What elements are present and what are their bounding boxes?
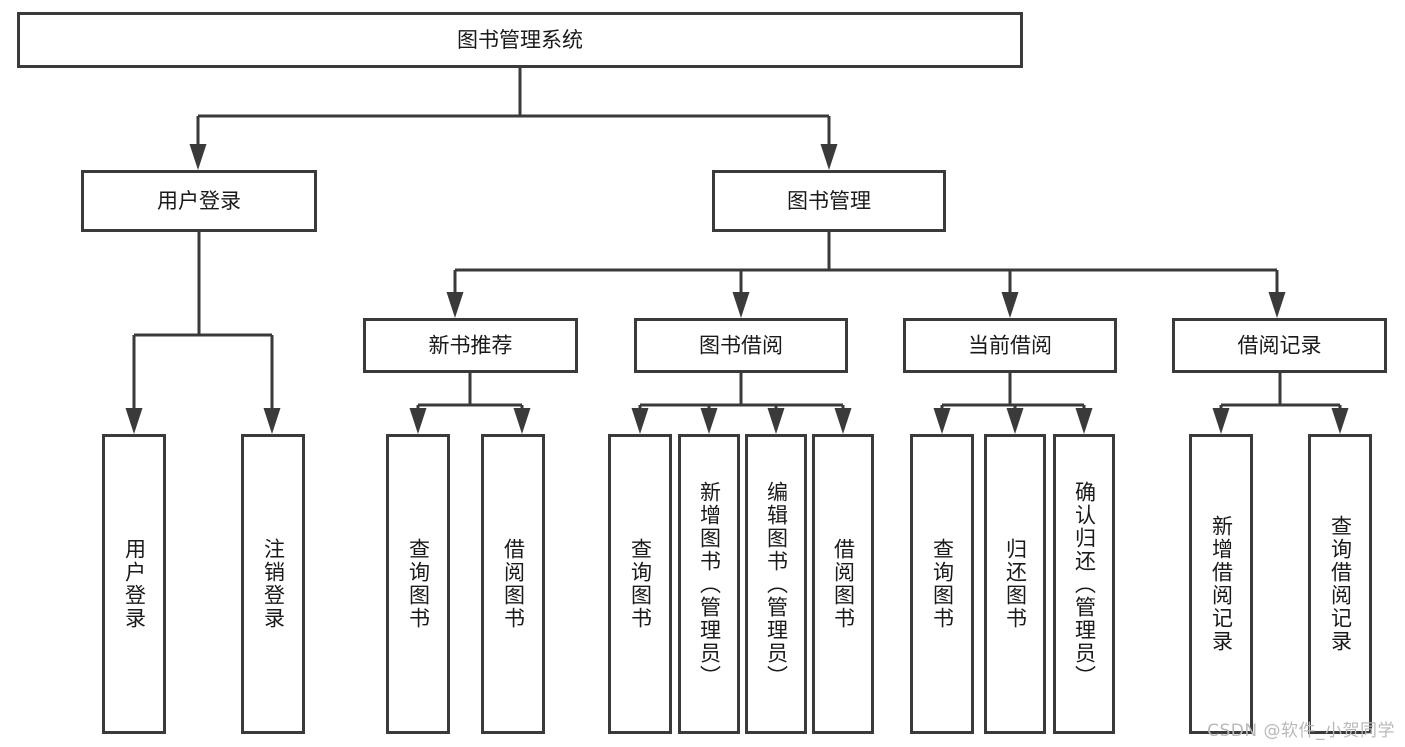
level3-node-0-rect[interactable] [363, 318, 578, 373]
group-2-arrow-1-head [1006, 408, 1024, 434]
login-arrow-0-head [125, 408, 143, 434]
leaf-node-4[interactable] [608, 434, 672, 734]
level1-arrow-0-head [189, 144, 207, 170]
leaf-node-10-rect[interactable] [1053, 434, 1115, 734]
level3-node-3[interactable]: 借阅记录 [1172, 318, 1387, 373]
group-1-arrow-3-head [834, 408, 852, 434]
root-node-book-management-system-label: 图书管理系统 [457, 28, 583, 52]
leaf-node-8-rect[interactable] [910, 434, 974, 734]
leaf-node-7-rect[interactable] [812, 434, 874, 734]
level2-node-1[interactable]: 图书管理 [712, 170, 946, 232]
level2-node-0-label: 用户登录 [157, 189, 241, 213]
level2-node-0[interactable]: 用户登录 [81, 170, 317, 232]
level3-node-1[interactable]: 图书借阅 [634, 318, 848, 373]
group-1-arrow-2-head [767, 408, 785, 434]
level3-node-3-label: 借阅记录 [1238, 334, 1322, 358]
level3-node-2[interactable]: 当前借阅 [903, 318, 1117, 373]
group-0-arrow-1-head [513, 408, 531, 434]
level3-node-1-rect[interactable] [634, 318, 848, 373]
group-2-arrow-2-head [1075, 408, 1093, 434]
level3-node-0[interactable]: 新书推荐 [363, 318, 578, 373]
leaf-node-2-rect[interactable] [386, 434, 450, 734]
root-node-book-management-system-rect[interactable] [17, 12, 1023, 68]
leaf-node-11-rect[interactable] [1189, 434, 1253, 734]
leaf-node-9[interactable] [984, 434, 1046, 734]
leaf-node-8[interactable] [910, 434, 974, 734]
leaf-node-6[interactable] [745, 434, 807, 734]
leaf-node-1-rect[interactable] [241, 434, 305, 734]
level3-node-2-label: 当前借阅 [968, 334, 1052, 358]
leaf-node-7[interactable] [812, 434, 874, 734]
leaf-node-9-rect[interactable] [984, 434, 1046, 734]
login-arrow-1-head [263, 408, 281, 434]
leaf-node-0[interactable] [102, 434, 166, 734]
leaf-node-5-rect[interactable] [678, 434, 740, 734]
leaf-node-3-rect[interactable] [481, 434, 545, 734]
leaf-node-12[interactable] [1308, 434, 1372, 734]
group-0-arrow-0-head [409, 408, 427, 434]
leaf-node-6-rect[interactable] [745, 434, 807, 734]
level2-node-0-rect[interactable] [81, 170, 317, 232]
leaf-node-4-rect[interactable] [608, 434, 672, 734]
level1-arrow-1-head [820, 144, 838, 170]
group-1-arrow-1-head [700, 408, 718, 434]
root-node-book-management-system[interactable]: 图书管理系统 [17, 12, 1023, 68]
leaf-node-12-rect[interactable] [1308, 434, 1372, 734]
group-2-arrow-0-head [933, 408, 951, 434]
leaf-node-1[interactable] [241, 434, 305, 734]
leaf-node-2[interactable] [386, 434, 450, 734]
level2-node-1-rect[interactable] [712, 170, 946, 232]
group-3-arrow-0-head [1212, 408, 1230, 434]
level3-node-3-rect[interactable] [1172, 318, 1387, 373]
level3-node-0-label: 新书推荐 [429, 334, 513, 358]
group-1-arrow-0-head [631, 408, 649, 434]
leaf-node-0-rect[interactable] [102, 434, 166, 734]
leaf-node-5[interactable] [678, 434, 740, 734]
level3-node-2-rect[interactable] [903, 318, 1117, 373]
level3-node-1-label: 图书借阅 [699, 334, 783, 358]
level3-arrow-0-head [446, 292, 464, 318]
level3-arrow-2-head [1001, 292, 1019, 318]
leaf-node-10[interactable] [1053, 434, 1115, 734]
level3-arrow-3-head [1268, 292, 1286, 318]
leaf-node-11[interactable] [1189, 434, 1253, 734]
level3-arrow-1-head [732, 292, 750, 318]
group-3-arrow-1-head [1331, 408, 1349, 434]
leaf-node-3[interactable] [481, 434, 545, 734]
csdn-watermark: CSDN @软件_小贺同学 [1207, 721, 1395, 741]
connectors-layer [125, 68, 1349, 434]
level2-node-1-label: 图书管理 [787, 189, 871, 213]
